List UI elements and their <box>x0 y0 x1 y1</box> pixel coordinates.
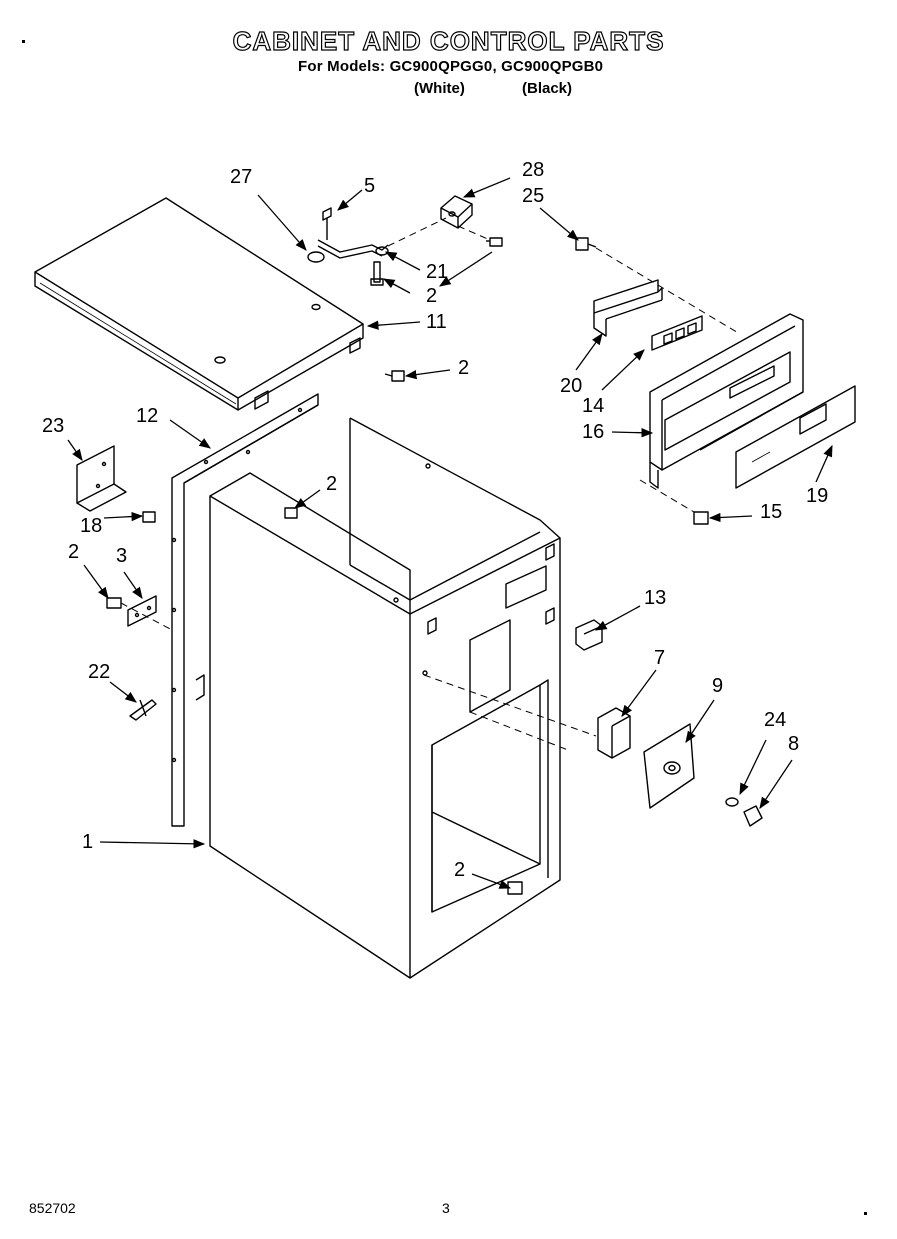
callout-28: 28 <box>522 159 544 181</box>
control-console-part <box>649 313 804 489</box>
screw-part <box>106 597 122 609</box>
callout-25: 25 <box>522 185 544 207</box>
screw-part <box>575 237 597 251</box>
callout-11: 11 <box>426 311 447 333</box>
callout-2: 2 <box>454 859 465 881</box>
side-panel-part <box>171 393 319 827</box>
hinge-clip-part <box>440 195 473 229</box>
leader-arrows <box>67 177 833 889</box>
callout-18: 18 <box>80 515 102 537</box>
white-model-label: (White) <box>414 80 465 97</box>
callout-19: 19 <box>806 485 828 507</box>
callout-2: 2 <box>458 357 469 379</box>
rear-bracket-part <box>76 445 127 512</box>
scan-speck <box>22 40 25 43</box>
models-subtitle: For Models: GC900QPGG0, GC900QPGB0 <box>298 58 604 75</box>
control-module-part <box>597 707 631 759</box>
callout-2: 2 <box>326 473 337 495</box>
callout-16: 16 <box>582 421 604 443</box>
switch-block-part <box>651 315 703 351</box>
callout-labels: 27 5 28 25 21 2 11 2 20 14 16 19 15 23 1… <box>42 159 828 881</box>
screw-part <box>384 370 405 382</box>
page-number: 3 <box>442 1200 450 1216</box>
callout-12: 12 <box>136 405 158 427</box>
knob-part <box>743 805 763 827</box>
selector-switch-part <box>575 619 603 651</box>
page-title: CABINET AND CONTROL PARTS <box>232 25 665 56</box>
callout-14: 14 <box>582 395 604 417</box>
callout-2: 2 <box>68 541 79 563</box>
callout-15: 15 <box>760 501 782 523</box>
callout-9: 9 <box>712 675 723 697</box>
callout-21: 21 <box>426 261 448 283</box>
callout-24: 24 <box>764 709 786 731</box>
main-cabinet-part <box>209 417 561 979</box>
callout-13: 13 <box>644 587 666 609</box>
screw-part <box>284 507 298 519</box>
callout-27: 27 <box>230 166 252 188</box>
black-model-label: (Black) <box>522 80 573 97</box>
screw-part <box>693 511 709 525</box>
hinge-bracket-assembly <box>317 207 389 286</box>
screw-part <box>142 511 156 523</box>
callout-20: 20 <box>560 375 582 397</box>
top-lid-part <box>34 197 364 411</box>
callout-8: 8 <box>788 733 799 755</box>
latch-part <box>129 699 157 721</box>
screw-part <box>486 237 503 247</box>
hinge-plate-part <box>127 595 157 627</box>
callout-23: 23 <box>42 415 64 437</box>
callout-2: 2 <box>426 285 437 307</box>
screw-part <box>507 881 523 895</box>
document-number: 852702 <box>29 1200 76 1216</box>
callout-22: 22 <box>88 661 110 683</box>
callout-7: 7 <box>654 647 665 669</box>
plug-disc-part <box>307 251 325 263</box>
callout-3: 3 <box>116 545 127 567</box>
callout-5: 5 <box>364 175 375 197</box>
callout-1: 1 <box>82 831 93 853</box>
control-overlay-part <box>735 385 856 489</box>
alignment-lines <box>120 217 741 751</box>
timer-plate-part <box>643 723 695 809</box>
console-bracket-part <box>593 279 663 337</box>
scan-speck <box>864 1212 867 1215</box>
washer-part <box>725 797 739 807</box>
